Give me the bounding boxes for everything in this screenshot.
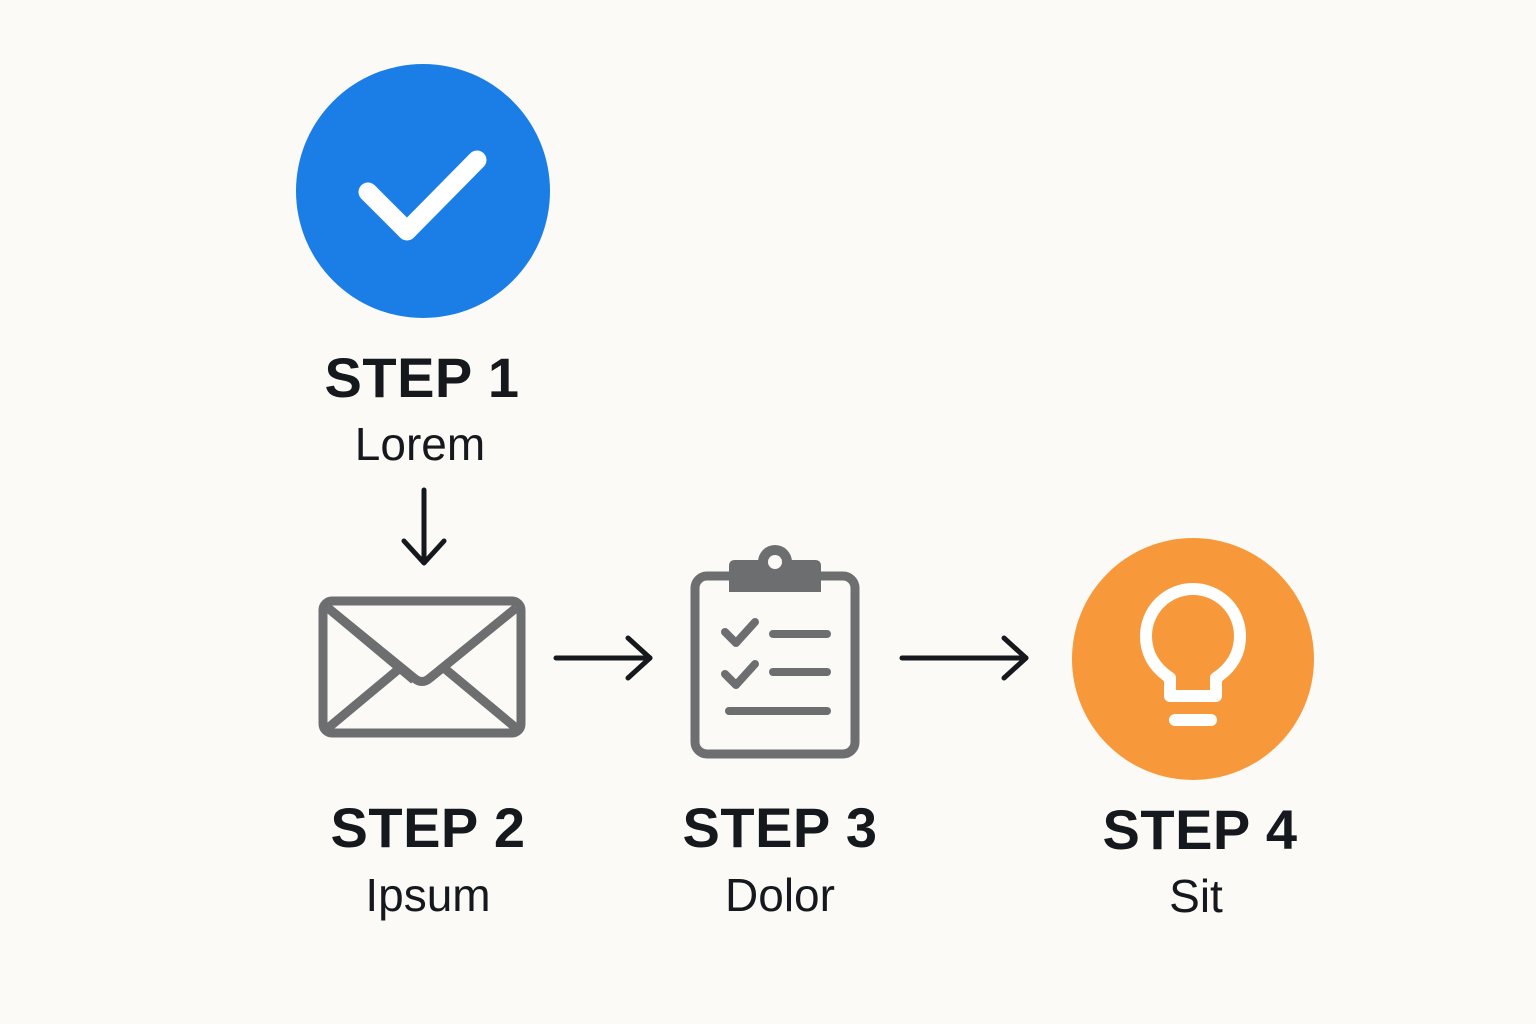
step3-label: Dolor [725,869,835,921]
right-arrow-icon [899,635,1029,681]
step2-icon [318,596,526,738]
step4-icon-circle [1072,538,1314,780]
clipboard-checklist-icon [690,545,860,759]
right-arrow-icon [553,635,653,681]
lightbulb-icon [1140,583,1246,726]
step1-label: Lorem [354,418,486,470]
check-icon [358,150,487,241]
step1-icon-circle [296,64,550,318]
step1-title: STEP 1 [324,346,520,409]
envelope-icon [318,596,526,738]
step2-title: STEP 2 [330,796,526,859]
step3-title: STEP 3 [682,796,878,859]
step4-label: Sit [1169,870,1223,922]
step2-label: Ipsum [365,869,491,921]
step3-icon [689,542,861,760]
step4-title: STEP 4 [1102,798,1298,861]
down-arrow-icon [401,487,447,566]
